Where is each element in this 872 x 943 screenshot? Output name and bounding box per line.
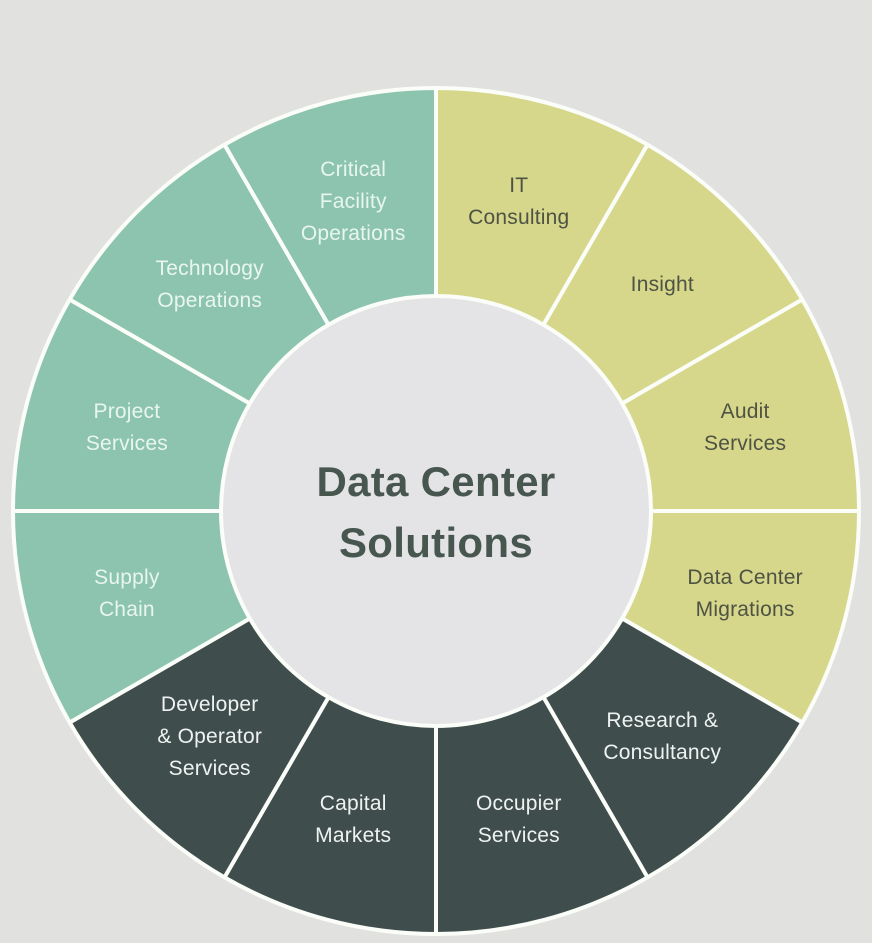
chart-center-title: Data Center Solutions <box>316 458 556 566</box>
segment-critical-facility-operations <box>222 86 438 327</box>
donut-hole <box>221 296 651 726</box>
